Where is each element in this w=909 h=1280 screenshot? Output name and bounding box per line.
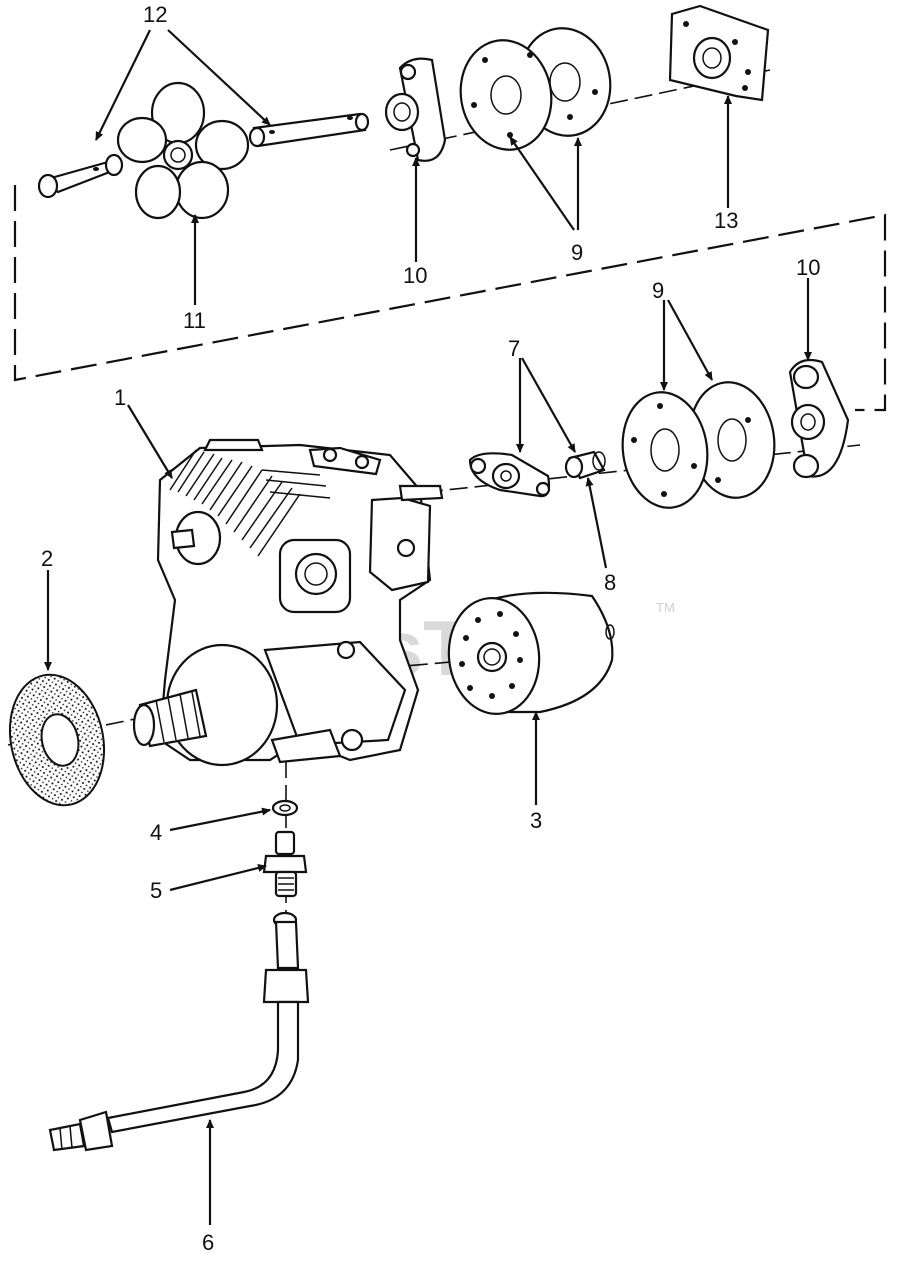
- part-6-drain-tube: [48, 911, 310, 1152]
- callout-8: 8: [604, 570, 616, 595]
- assembly-connector-dashed-line: [13, 185, 887, 412]
- callout-9-upper: 9: [571, 240, 583, 265]
- callout-4: 4: [150, 820, 162, 845]
- callout-10-upper: 10: [403, 263, 427, 288]
- callout-2: 2: [41, 546, 53, 571]
- callout-6: 6: [202, 1230, 214, 1255]
- callout-9-middle: 9: [652, 278, 664, 303]
- callout-11: 11: [183, 308, 206, 333]
- part-2-seal-washer: [8, 673, 106, 807]
- part-10-coupling-middle: [788, 358, 850, 479]
- leader-lines: [44, 29, 812, 1225]
- part-9-discs-upper: [459, 27, 612, 151]
- part-13-flange-bracket: [668, 4, 770, 102]
- part-12-pins: [37, 112, 370, 199]
- callout-7: 7: [508, 336, 520, 361]
- callout-13: 13: [714, 208, 738, 233]
- part-4-o-ring: [271, 799, 299, 817]
- part-5-fitting: [262, 830, 308, 898]
- callout-10-middle: 10: [796, 255, 820, 280]
- part-10-coupling-upper: [384, 57, 447, 162]
- output-spline-shaft: [132, 688, 208, 748]
- watermark-trademark: TM: [656, 600, 675, 615]
- part-11-fan: [116, 81, 250, 220]
- part-8-bushing: [564, 450, 606, 480]
- callout-1: 1: [114, 385, 126, 410]
- part-9-discs-middle: [621, 381, 776, 509]
- callout-3: 3: [530, 808, 542, 833]
- callout-numbers: 12 11 10 9 13 10 9 7 8 1 2 3 4 5 6: [41, 2, 820, 1255]
- cooling-fins: [169, 449, 331, 557]
- upper-shaft-centerline: [389, 69, 771, 151]
- callout-12: 12: [143, 2, 167, 27]
- callout-5: 5: [150, 878, 162, 903]
- part-3-oil-filter: [447, 591, 615, 715]
- part-7-lever: [468, 452, 551, 498]
